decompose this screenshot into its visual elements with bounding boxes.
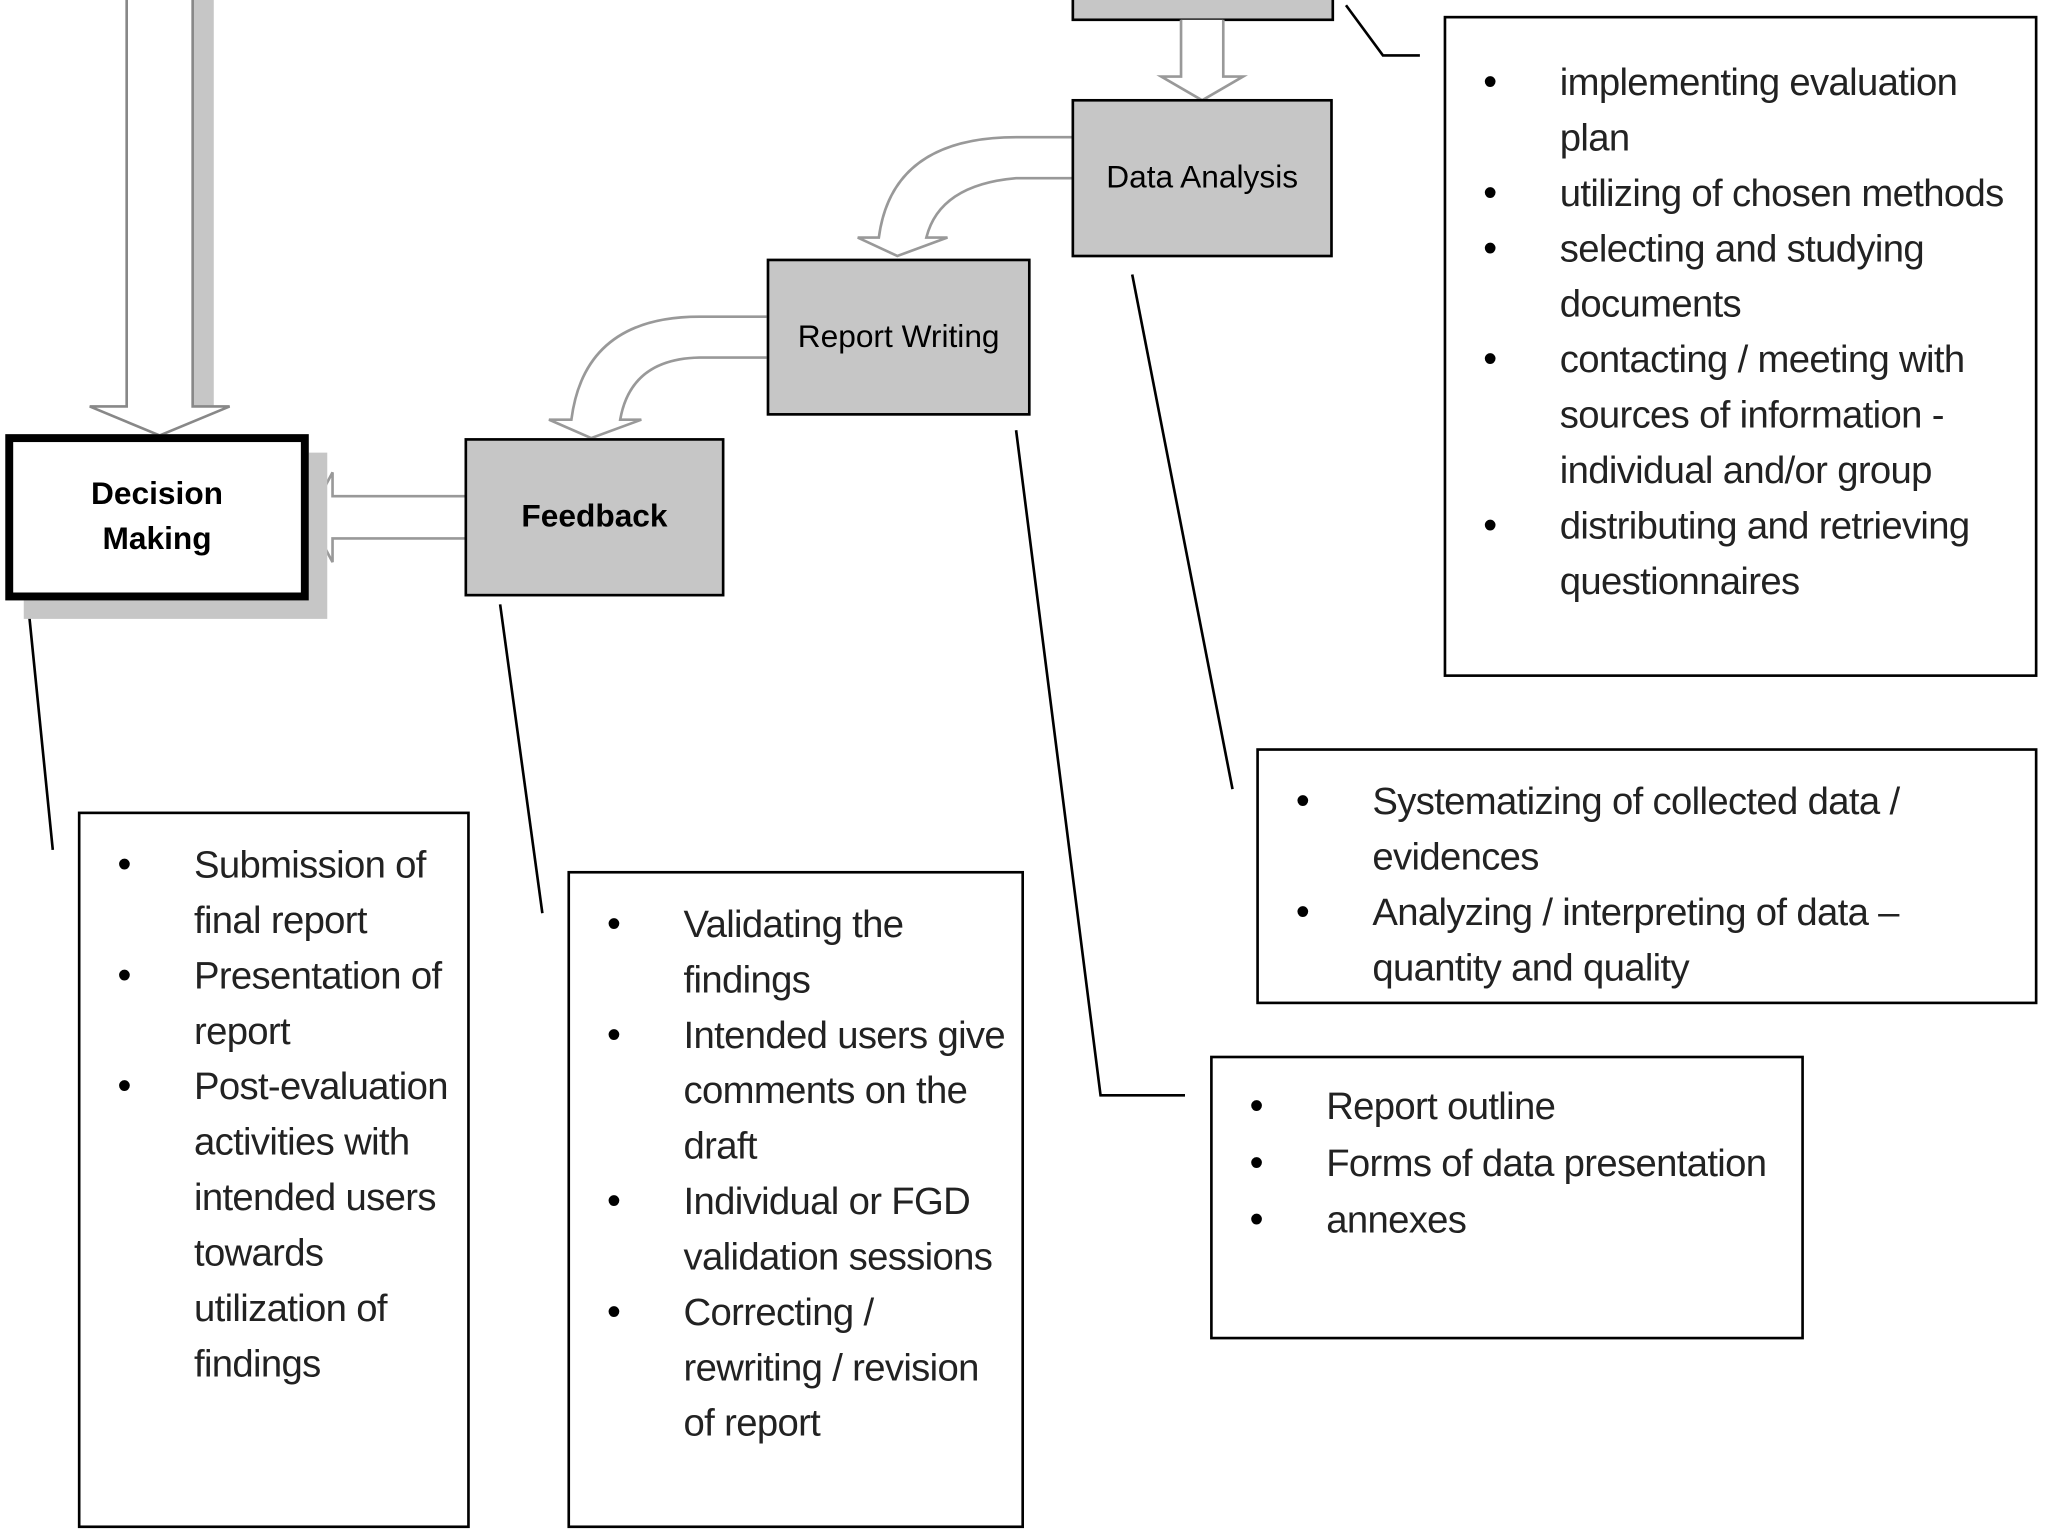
callout-line-feedback — [498, 604, 544, 914]
decision-making-label-line1: Decision — [91, 476, 224, 513]
data-collection-list: implementing evaluation plan utilizing o… — [1483, 55, 2022, 610]
data-analysis-label: Data Analysis — [1106, 159, 1299, 196]
arrow-analysis-to-report — [857, 135, 1072, 258]
vertical-arrow-into-decision — [89, 0, 231, 437]
list-item: Individual or FGD validation sessions — [607, 1174, 1009, 1285]
data-analysis-list: Systematizing of collected data / eviden… — [1296, 775, 2021, 997]
arrow-report-to-feedback — [548, 315, 767, 440]
list-item: Submission of final report — [117, 838, 457, 949]
callout-line-decision — [27, 613, 55, 850]
list-item: Analyzing / interpreting of data – quant… — [1296, 885, 2021, 996]
list-item: Post-evaluation activities with intended… — [117, 1060, 457, 1393]
list-item: Forms of data presentation — [1250, 1136, 1788, 1193]
report-writing-label: Report Writing — [797, 318, 1000, 355]
feedback-notes: Validating the findings Intended users g… — [567, 870, 1025, 1529]
feedback-box: Feedback — [464, 438, 725, 597]
callout-lines — [27, 4, 1420, 1097]
list-item: Systematizing of collected data / eviden… — [1296, 775, 2021, 886]
feedback-label: Feedback — [521, 498, 668, 535]
callout-line-data-analysis — [1130, 274, 1234, 790]
list-item: selecting and studying documents — [1483, 222, 2022, 333]
arrow-into-data-analysis — [1156, 19, 1248, 102]
list-item: distributing and retrieving questionnair… — [1483, 499, 2022, 610]
report-writing-notes: Report outline Forms of data presentatio… — [1210, 1055, 1804, 1340]
callout-line-report-writing — [1014, 430, 1186, 1097]
decision-making-label-line2: Making — [102, 521, 212, 557]
decision-making-box: Decision Making — [5, 434, 309, 601]
data-collection-box-partial — [1071, 0, 1335, 22]
arrow-feedback-to-decision — [307, 471, 465, 563]
data-collection-notes: implementing evaluation plan utilizing o… — [1443, 15, 2038, 677]
list-item: Validating the findings — [607, 897, 1009, 1008]
data-analysis-notes: Systematizing of collected data / eviden… — [1256, 748, 2038, 1005]
list-item: contacting / meeting with sources of inf… — [1483, 333, 2022, 499]
list-item: Correcting / rewriting / revision of rep… — [607, 1285, 1009, 1451]
list-item: Report outline — [1250, 1079, 1788, 1136]
decision-making-notes: Submission of final report Presentation … — [77, 811, 470, 1529]
callout-line-data-collection — [1344, 4, 1420, 57]
decision-making-list: Submission of final report Presentation … — [117, 838, 457, 1393]
list-item: annexes — [1250, 1193, 1788, 1250]
list-item: Presentation of report — [117, 949, 457, 1060]
list-item: Intended users give comments on the draf… — [607, 1008, 1009, 1174]
report-writing-box: Report Writing — [766, 258, 1031, 416]
list-item: implementing evaluation plan — [1483, 55, 2022, 166]
data-analysis-box: Data Analysis — [1071, 98, 1333, 258]
report-writing-list: Report outline Forms of data presentatio… — [1250, 1079, 1788, 1250]
list-item: utilizing of chosen methods — [1483, 166, 2022, 221]
feedback-list: Validating the findings Intended users g… — [607, 897, 1009, 1451]
